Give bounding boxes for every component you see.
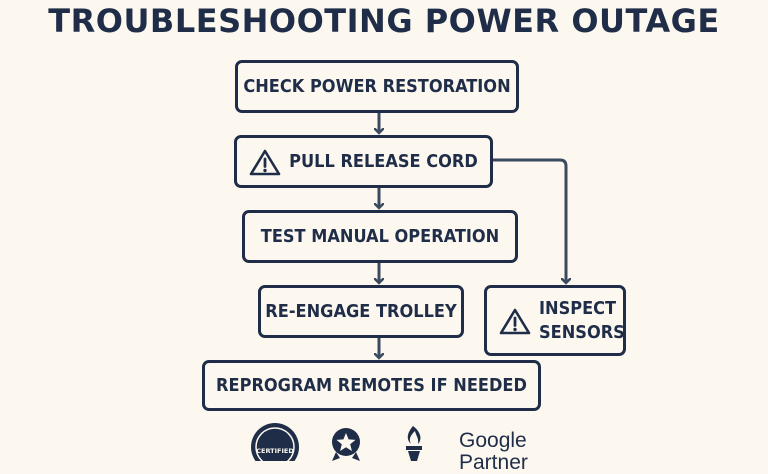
connectors <box>0 112 768 461</box>
step-label: REPROGRAM REMOTES IF NEEDED <box>216 375 527 396</box>
bbb-torch-icon <box>406 426 422 461</box>
warning-icon <box>249 148 281 176</box>
step-label-line-1: INSPECT <box>539 297 617 319</box>
badge-row: CERTIFIED <box>251 423 422 461</box>
arrow-pull-to-inspect <box>492 158 566 283</box>
google-partner-logo: Google Partner <box>459 430 528 474</box>
certified-badge-icon: CERTIFIED <box>251 423 299 461</box>
step-test-manual-operation: TEST MANUAL OPERATION <box>242 210 518 263</box>
step-label: PULL RELEASE CORD <box>289 151 478 172</box>
step-inspect-sensors: INSPECT SENSORS <box>484 285 626 356</box>
step-pull-release-cord: PULL RELEASE CORD <box>234 135 493 188</box>
star-award-icon <box>332 428 360 461</box>
certified-badge-label: CERTIFIED <box>256 447 294 455</box>
google-label: Google <box>459 429 527 452</box>
step-label: CHECK POWER RESTORATION <box>243 76 511 97</box>
step-check-power: CHECK POWER RESTORATION <box>235 60 519 113</box>
step-label-line-2: SENSORS <box>539 321 625 343</box>
step-label: TEST MANUAL OPERATION <box>260 226 500 247</box>
partner-label: Partner <box>459 451 528 474</box>
step-reprogram-remotes: REPROGRAM REMOTES IF NEEDED <box>202 360 541 411</box>
warning-icon <box>499 307 531 335</box>
page-title: TROUBLESHOOTING POWER OUTAGE <box>48 2 720 40</box>
step-label: RE-ENGAGE TROLLEY <box>265 301 457 322</box>
step-reengage-trolley: RE-ENGAGE TROLLEY <box>258 285 464 338</box>
